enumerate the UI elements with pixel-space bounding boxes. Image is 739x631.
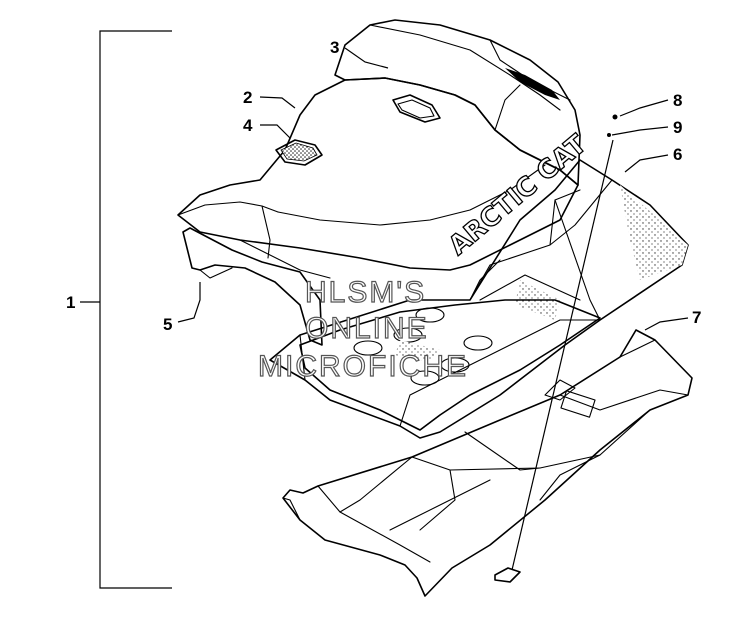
part-9-washer (607, 133, 611, 137)
seat-back-vent (392, 94, 441, 123)
part-4-emblem (275, 139, 323, 166)
part-5-seat-base (182, 227, 323, 346)
watermark-line-2: ONLINE (305, 312, 429, 345)
callout-7: 7 (692, 308, 701, 327)
leader-lines (177, 47, 689, 331)
bottom-clip (494, 567, 521, 583)
seat-floor-plate (299, 299, 601, 431)
part-8-screw (612, 114, 618, 120)
callout-6: 6 (673, 145, 682, 164)
watermark-line-3: MICROFICHE (258, 350, 468, 383)
callout-3: 3 (330, 38, 339, 57)
callout-2: 2 (243, 88, 252, 107)
callout-5: 5 (163, 315, 172, 334)
watermark-line-1: HLSM'S (305, 276, 426, 309)
part-7-under-tray (282, 329, 693, 597)
watermark: HLSM'S ONLINE MICROFICHE (257, 275, 468, 383)
assembly-bracket (80, 30, 172, 589)
fasteners (494, 114, 618, 583)
callout-labels: 1 2 3 4 5 6 7 8 9 (66, 38, 701, 334)
part-3-seat-back (334, 19, 581, 186)
callout-1: 1 (66, 293, 75, 312)
callout-9: 9 (673, 118, 682, 137)
callout-8: 8 (673, 91, 682, 110)
callout-4: 4 (243, 116, 253, 135)
